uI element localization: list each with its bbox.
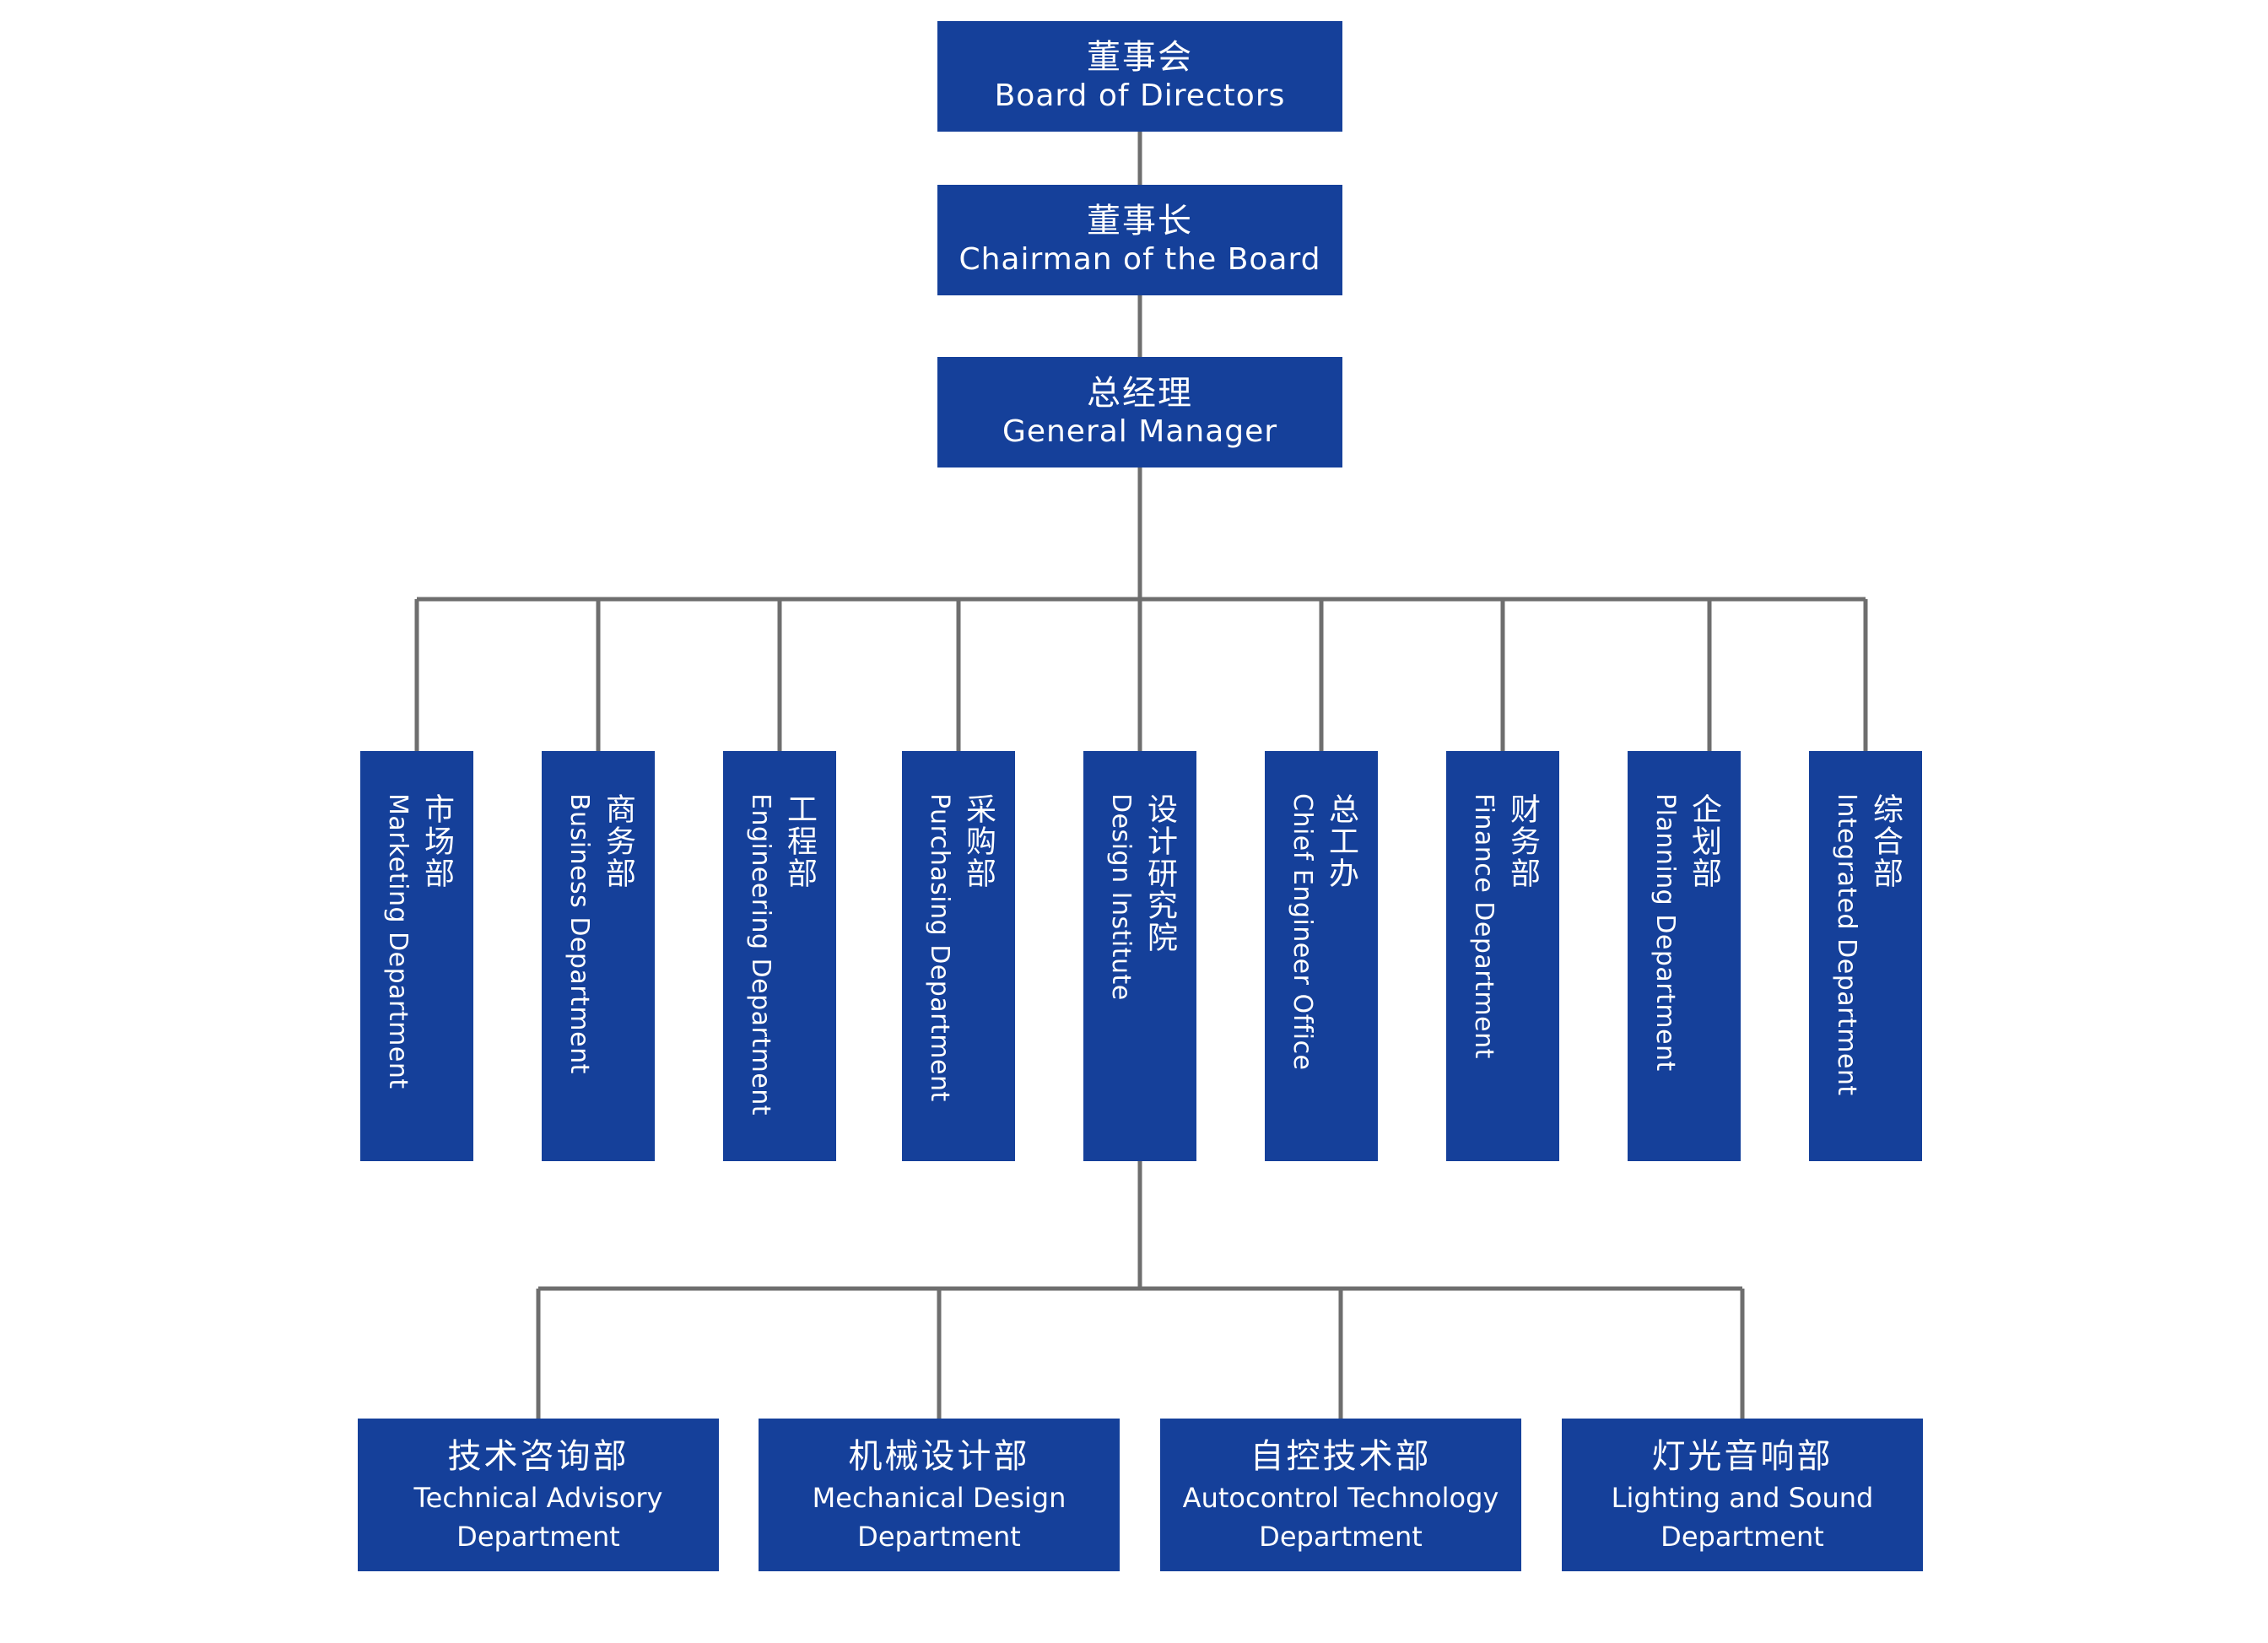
dept-planning-zh: 企划部 [1687,793,1721,889]
sub-technical-advisory: 技术咨询部 Technical Advisory Department [358,1419,719,1571]
dept-business-zh: 商务部 [601,793,635,889]
dept-design-institute-en: Design Institute [1106,793,1136,1001]
sub-mechanical-design: 机械设计部 Mechanical Design Department [759,1419,1120,1571]
chairman-box: 董事长 Chairman of the Board [937,185,1342,295]
dept-chief-engineer-office-zh: 总工办 [1324,793,1358,889]
chairman-zh: 董事长 [1087,201,1193,241]
dept-engineering-en: Engineering Department [746,793,775,1116]
dept-business-en: Business Department [564,793,594,1074]
dept-marketing-zh: 市场部 [419,793,454,889]
dept-finance: Finance Department 财务部 [1446,751,1559,1161]
sub-lighting-and-sound-en: Lighting and Sound Department [1611,1481,1874,1553]
sub-mechanical-design-en: Mechanical Design Department [812,1481,1066,1553]
sub-technical-advisory-en: Technical Advisory Department [413,1481,663,1553]
dept-engineering: Engineering Department 工程部 [723,751,836,1161]
general-manager-en: General Manager [1002,413,1278,449]
dept-finance-en: Finance Department [1469,793,1498,1059]
sub-autocontrol-technology-zh: 自控技术部 [1250,1436,1432,1476]
general-manager-zh: 总经理 [1087,373,1193,413]
dept-engineering-zh: 工程部 [782,793,817,889]
board-of-directors-en: Board of Directors [994,78,1286,113]
dept-integrated-en: Integrated Department [1832,793,1861,1096]
dept-integrated: Integrated Department 综合部 [1809,751,1922,1161]
dept-purchasing-zh: 采购部 [961,793,996,889]
general-manager-box: 总经理 General Manager [937,357,1342,467]
board-of-directors-box: 董事会 Board of Directors [937,21,1342,132]
sub-lighting-and-sound: 灯光音响部 Lighting and Sound Department [1562,1419,1923,1571]
dept-finance-zh: 财务部 [1505,793,1540,889]
dept-purchasing: Purchasing Department 采购部 [902,751,1015,1161]
dept-planning-en: Planning Department [1650,793,1680,1072]
dept-design-institute-zh: 设计研究院 [1142,793,1177,954]
dept-business: Business Department 商务部 [542,751,655,1161]
dept-marketing: Marketing Department 市场部 [360,751,473,1161]
sub-lighting-and-sound-zh: 灯光音响部 [1651,1436,1833,1476]
dept-marketing-en: Marketing Department [383,793,413,1089]
dept-purchasing-en: Purchasing Department [925,793,954,1102]
sub-mechanical-design-zh: 机械设计部 [848,1436,1030,1476]
board-of-directors-zh: 董事会 [1087,37,1193,77]
sub-autocontrol-technology: 自控技术部 Autocontrol Technology Department [1160,1419,1521,1571]
dept-integrated-zh: 综合部 [1868,793,1903,889]
dept-planning: Planning Department 企划部 [1628,751,1741,1161]
sub-technical-advisory-zh: 技术咨询部 [447,1436,629,1476]
dept-design-institute: Design Institute 设计研究院 [1083,751,1196,1161]
dept-chief-engineer-office: Chief Engineer Office 总工办 [1265,751,1378,1161]
dept-chief-engineer-office-en: Chief Engineer Office [1288,793,1317,1071]
sub-autocontrol-technology-en: Autocontrol Technology Department [1182,1481,1499,1553]
chairman-en: Chairman of the Board [958,241,1321,277]
